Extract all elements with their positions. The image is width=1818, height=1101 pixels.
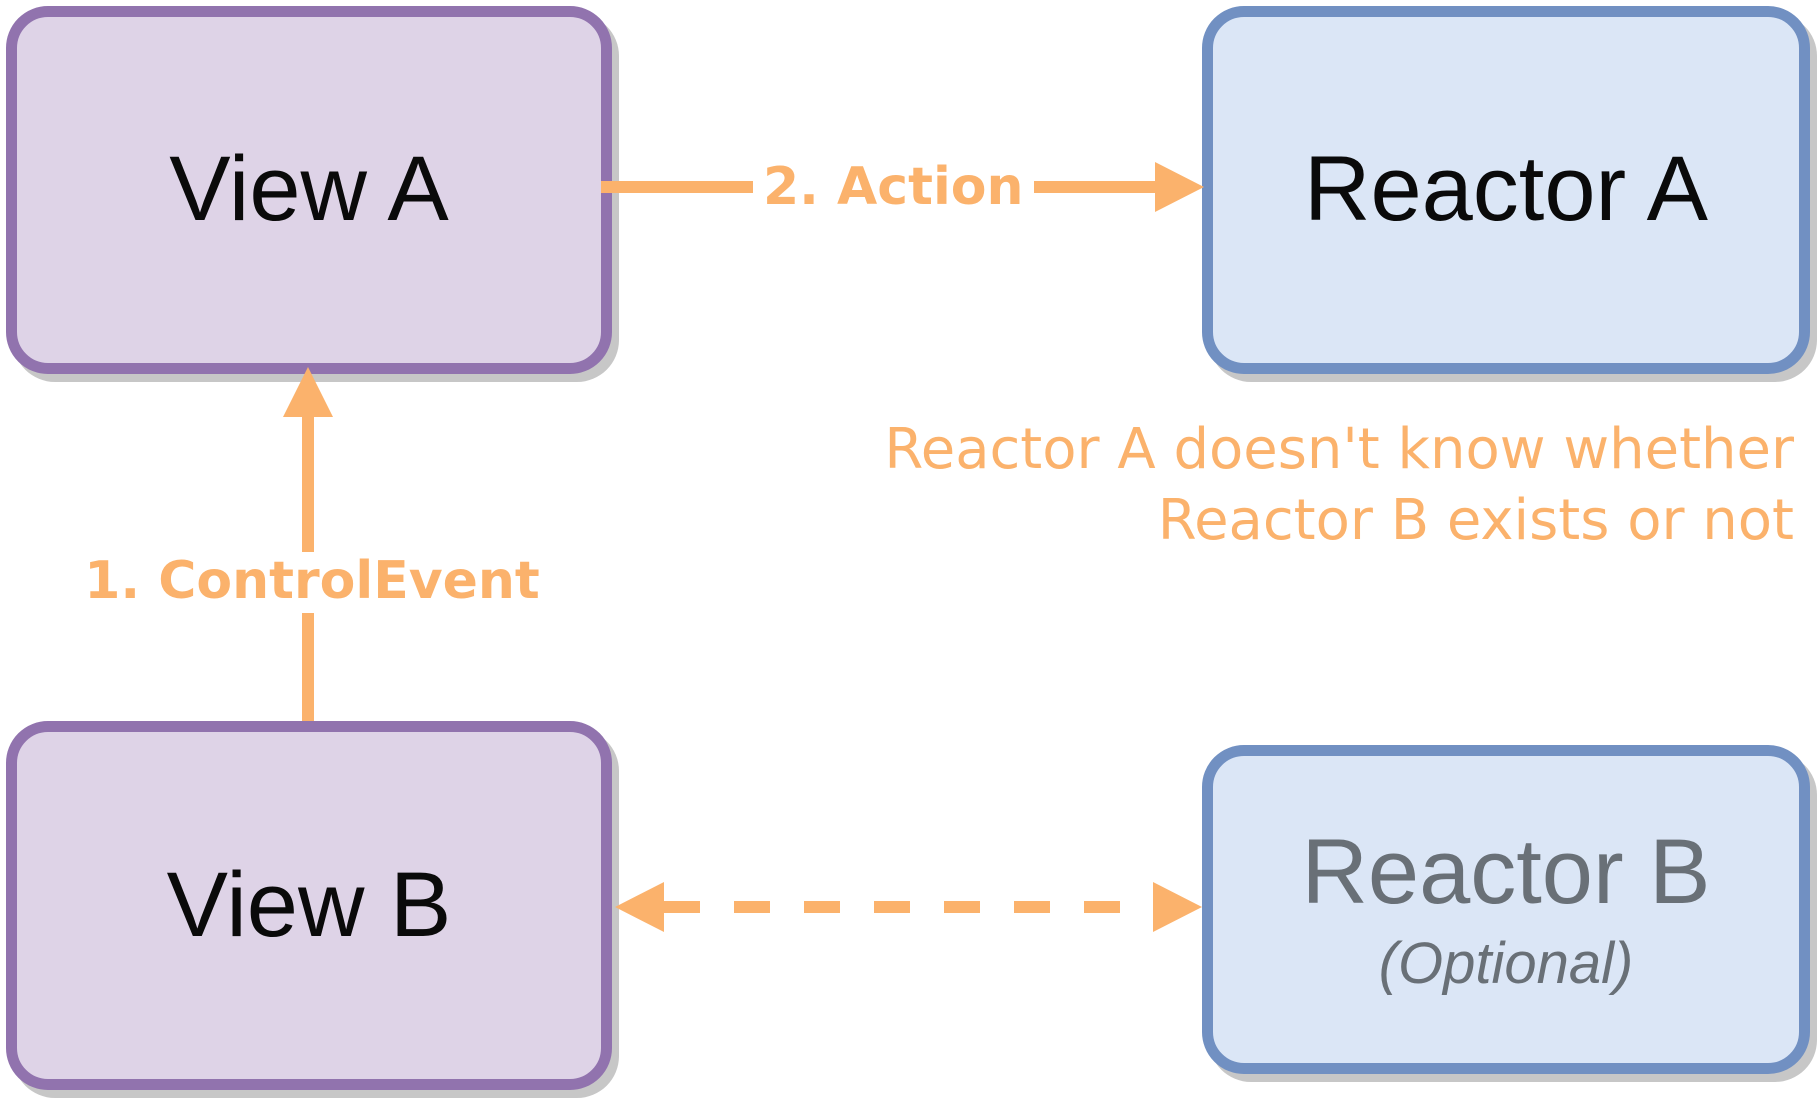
node-view-a-label: View A: [169, 138, 449, 241]
action-arrow-line-segment: [601, 181, 753, 193]
action-arrow-label: 2. Action: [763, 157, 1024, 217]
action-arrow-line-segment: [1033, 181, 1155, 193]
note-line-1: Reactor A doesn't know whether: [884, 417, 1794, 482]
arrowhead-left-icon: [615, 882, 664, 932]
dashed-line: [664, 901, 1153, 913]
node-reactor-b-sublabel: (Optional): [1378, 930, 1634, 996]
node-view-b-label: View B: [166, 853, 452, 956]
note-text: Reactor A doesn't know whether Reactor B…: [884, 414, 1794, 556]
control-event-line-segment: [302, 416, 314, 552]
control-event-line-segment: [302, 613, 314, 721]
control-event-label: 1. ControlEvent: [84, 551, 540, 611]
node-view-a: View A: [6, 6, 612, 374]
note-line-2: Reactor B exists or not: [1157, 488, 1794, 553]
edge-action-arrow: 2. Action: [601, 157, 1204, 217]
node-view-b: View B: [6, 721, 612, 1090]
node-reactor-b: Reactor B (Optional): [1202, 745, 1810, 1074]
node-reactor-b-label: Reactor B: [1301, 821, 1711, 924]
arrowhead-up-icon: [283, 367, 333, 417]
node-reactor-a: Reactor A: [1202, 6, 1810, 374]
arrowhead-right-icon: [1153, 882, 1202, 932]
arrowhead-right-icon: [1155, 162, 1204, 212]
node-reactor-a-label: Reactor A: [1304, 138, 1708, 241]
